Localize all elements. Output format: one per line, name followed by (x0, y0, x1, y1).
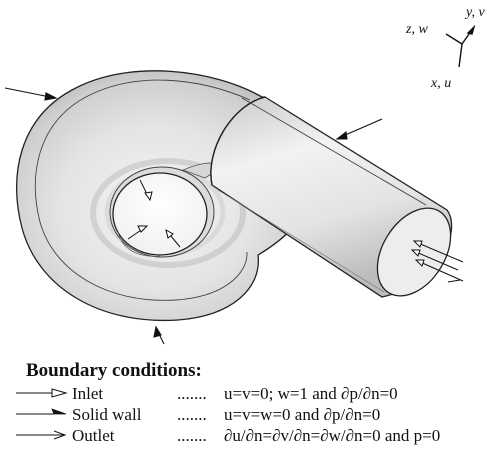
legend-row-inlet: Inlet ....... u=v=0; w=1 and ∂p/∂n=0 (14, 383, 500, 404)
axis-label-x-u: x, u (430, 76, 451, 91)
boundary-conditions-legend: Boundary conditions: Inlet ....... u=v=0… (14, 360, 500, 446)
open-arrow-icon (16, 388, 68, 398)
inlet-eye (109, 166, 215, 258)
legend-equation-outlet: ∂u/∂n=∂v/∂n=∂w/∂n=0 and p=0 (224, 426, 441, 445)
legend-label-outlet: Outlet (72, 426, 115, 445)
leader-dots: ....... (177, 384, 207, 403)
legend-label-inlet: Inlet (72, 384, 104, 403)
outlet-pipe (210, 96, 453, 298)
legend-label-solid-wall: Solid wall (72, 405, 142, 424)
inlet-arrows (127, 179, 181, 248)
line-arrow-icon (16, 430, 67, 440)
legend-row-solid-wall: Solid wall ....... u=v=w=0 and ∂p/∂n=0 (14, 404, 500, 425)
coordinate-axes (445, 24, 476, 68)
legend-title: Boundary conditions: (26, 360, 202, 381)
axis-label-z-w: z, w (405, 22, 428, 37)
legend-equation-solid-wall: u=v=w=0 and ∂p/∂n=0 (224, 405, 381, 424)
leader-dots: ....... (177, 405, 207, 424)
axis-label-y-v: y, v (464, 5, 485, 20)
half-arrow-icon (16, 408, 67, 415)
leader-dots: ....... (177, 426, 207, 445)
legend-row-outlet: Outlet ....... ∂u/∂n=∂v/∂n=∂w/∂n=0 and p… (14, 425, 500, 446)
legend-equation-inlet: u=v=0; w=1 and ∂p/∂n=0 (224, 384, 398, 403)
outlet-arrows (410, 240, 464, 283)
solid-wall-arrows (4, 87, 383, 345)
